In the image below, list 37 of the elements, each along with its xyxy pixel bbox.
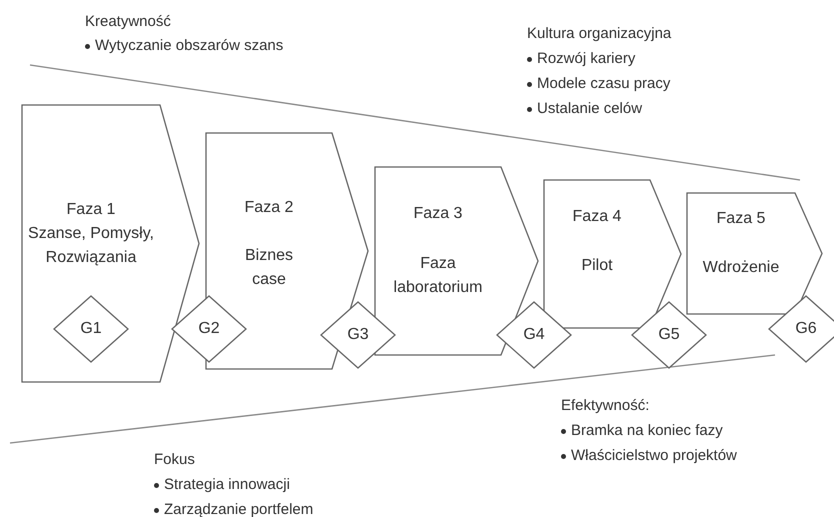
gate-label: G5 <box>657 325 681 345</box>
phase-title: Faza 1 <box>66 200 116 220</box>
gate-diamond <box>769 296 834 362</box>
heading-text: Efektywność: <box>561 396 650 416</box>
gate-diamond <box>54 296 128 362</box>
bullet-text: Modele czasu pracy <box>537 74 670 94</box>
phase-arrow <box>687 193 822 314</box>
bullet-text: Bramka na koniec fazy <box>571 421 723 441</box>
phase-name: Biznes case <box>244 246 294 290</box>
gate-label: G6 <box>794 319 818 339</box>
phase-arrow <box>22 105 199 382</box>
gate-label: G3 <box>346 325 370 345</box>
bullet-text: Właścicielstwo projektów <box>571 446 737 466</box>
heading-text: Kreatywność <box>85 12 171 32</box>
gate-diamond <box>497 302 571 368</box>
bullet-text: Rozwój kariery <box>537 49 636 69</box>
heading-text: Kultura organizacyjna <box>527 24 672 44</box>
phase-title: Faza 5 <box>716 209 766 229</box>
phase-name: Wdrożenie <box>702 258 780 278</box>
phase-title: Faza 3 <box>412 204 464 224</box>
phase-title: Faza 2 <box>244 198 294 218</box>
bullet-text: Zarządzanie portfelem <box>164 500 314 517</box>
bullet-text: Wytyczanie obszarów szans <box>95 36 284 56</box>
bullet-text: Strategia innowacji <box>164 475 290 495</box>
gate-label: G2 <box>197 319 221 339</box>
gate-diamond <box>321 302 395 368</box>
phase-title: Faza 4 <box>572 207 622 227</box>
heading-text: Fokus <box>154 450 195 470</box>
gate-diamond <box>172 296 246 362</box>
gate-label: G1 <box>79 319 103 339</box>
phase-name: Faza laboratorium <box>392 254 484 298</box>
bullet-text: Ustalanie celów <box>537 99 642 119</box>
phase-arrow <box>544 180 681 328</box>
gate-label: G4 <box>522 325 546 345</box>
phase-name: Pilot <box>580 256 614 276</box>
gate-diamond <box>632 302 706 368</box>
phase-name: Szanse, Pomysły, Rozwiązania <box>27 224 155 268</box>
